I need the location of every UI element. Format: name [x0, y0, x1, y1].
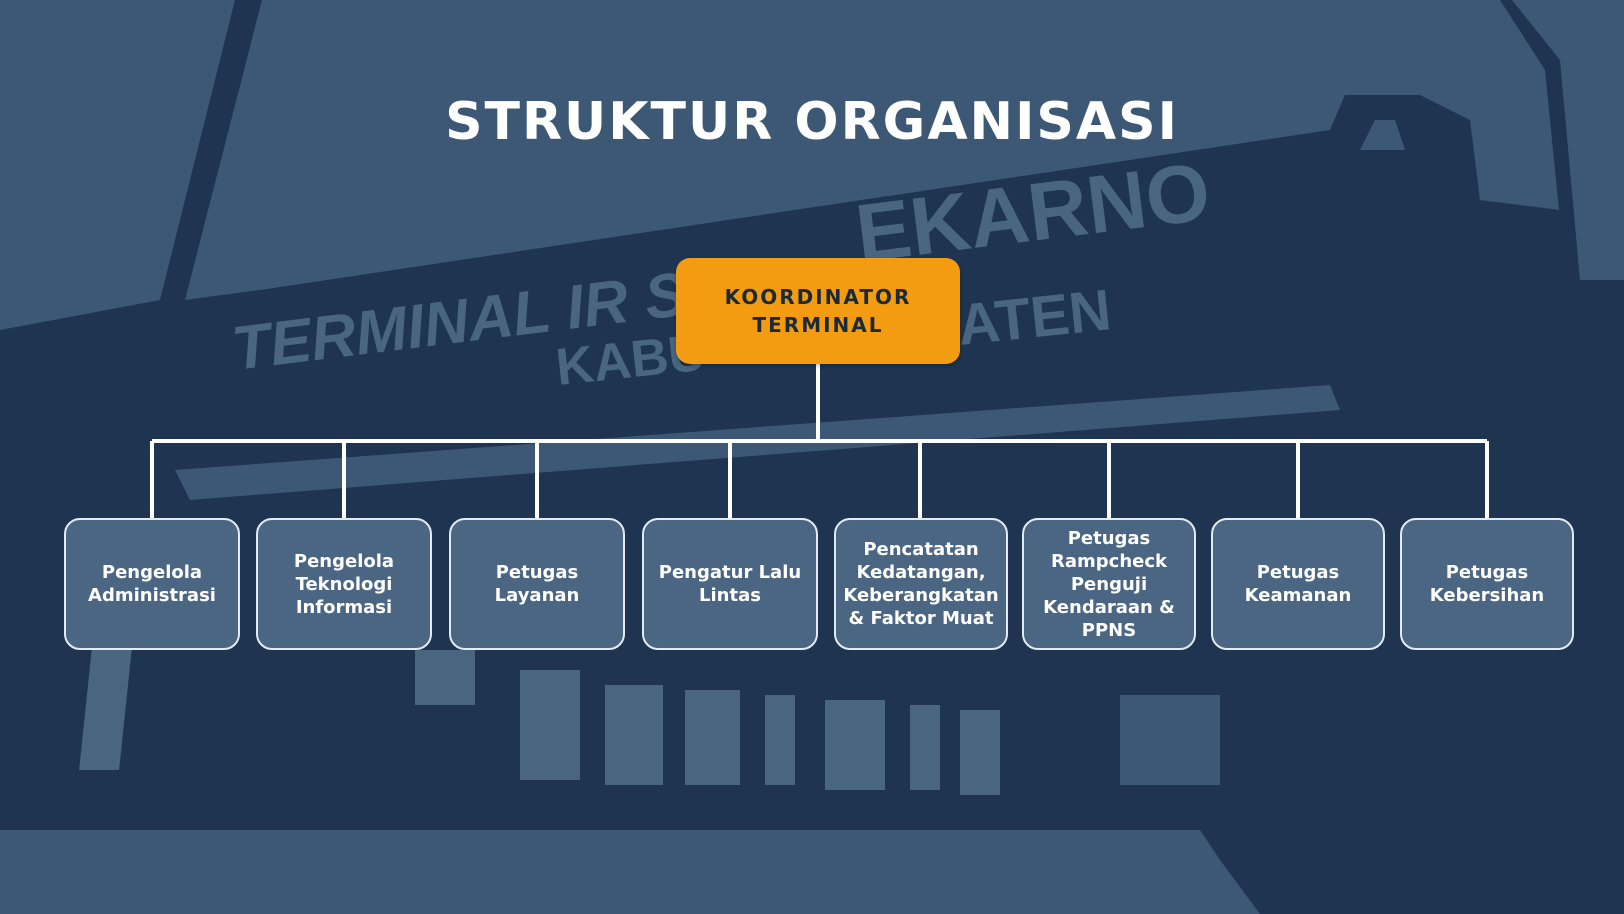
child-node-label: Pengatur Lalu Lintas [658, 562, 802, 606]
child-node-label: Petugas Layanan [494, 562, 580, 606]
child-node-pengatur-lalu-lintas: Pengatur Lalu Lintas [642, 518, 818, 650]
background-sign-text: ATEN [955, 277, 1115, 358]
child-node-label: Pencatatan Kedatangan, Keberangkatan & F… [843, 539, 999, 629]
child-node-label: Pengelola Administrasi [88, 562, 216, 606]
child-node-petugas-rampcheck: Petugas Rampcheck Penguji Kendaraan & PP… [1022, 518, 1196, 650]
child-node-petugas-layanan: Petugas Layanan [449, 518, 625, 650]
child-node-label: Petugas Kebersihan [1429, 562, 1545, 606]
child-node-petugas-keamanan: Petugas Keamanan [1211, 518, 1385, 650]
child-node-pengelola-administrasi: Pengelola Administrasi [64, 518, 240, 650]
root-node-koordinator-terminal: KOORDINATOR TERMINAL [676, 258, 960, 364]
slide-title: STRUKTUR ORGANISASI [445, 92, 1179, 152]
child-node-label: Petugas Keamanan [1244, 562, 1352, 606]
child-node-petugas-kebersihan: Petugas Kebersihan [1400, 518, 1574, 650]
child-node-pencatatan: Pencatatan Kedatangan, Keberangkatan & F… [834, 518, 1008, 650]
child-node-label: Petugas Rampcheck Penguji Kendaraan & PP… [1043, 527, 1175, 641]
child-node-label: Pengelola Teknologi Informasi [293, 550, 395, 618]
root-node-label: KOORDINATOR TERMINAL [724, 285, 912, 337]
child-node-pengelola-teknologi-informasi: Pengelola Teknologi Informasi [256, 518, 432, 650]
